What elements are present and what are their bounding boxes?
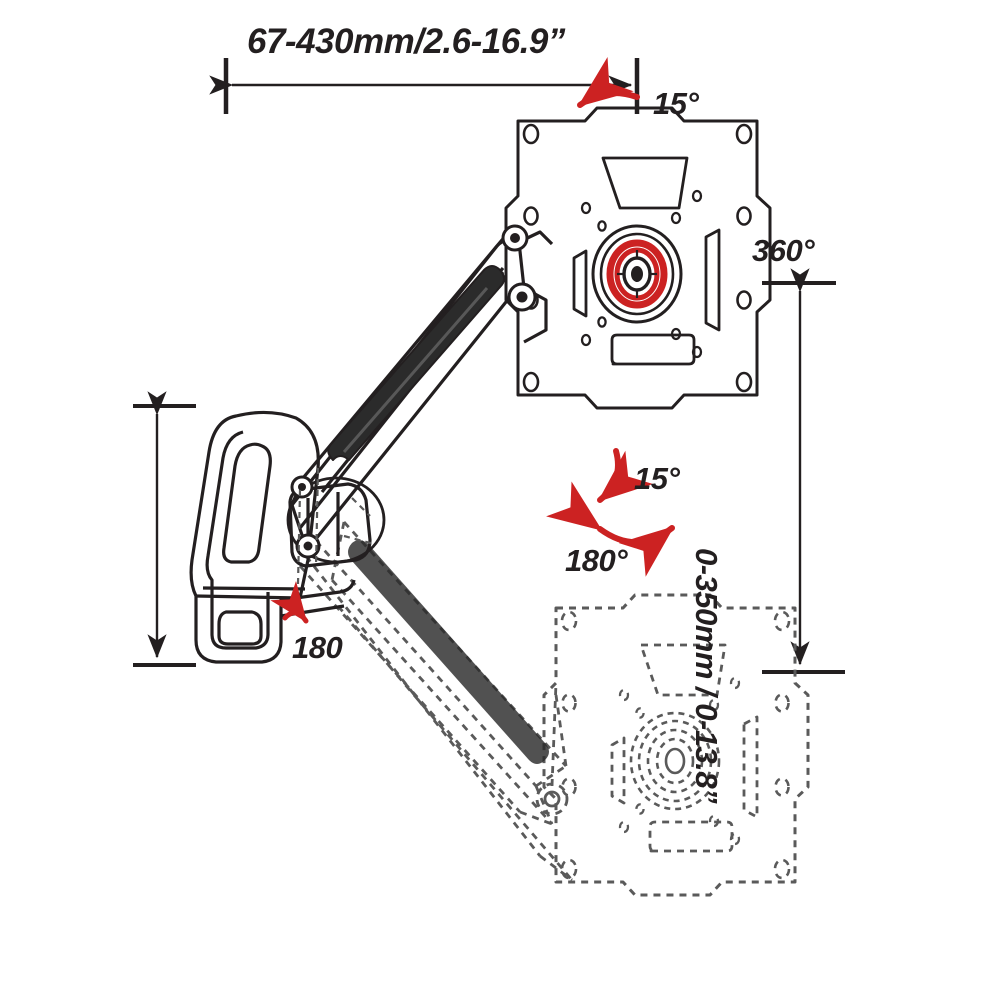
- height-range-label: 0-350mm / 0-13.8”: [689, 548, 724, 804]
- articulating-arm: [290, 226, 554, 552]
- height-range-dimension-line: [762, 268, 845, 674]
- gas-spring-channel: [327, 265, 505, 461]
- wall-plate-hidden-lines: [296, 467, 375, 585]
- swivel-base-arrow: [270, 581, 309, 624]
- wallplate-height-dimension: [133, 391, 196, 667]
- swivel-base-label: 180: [292, 630, 343, 665]
- tilt-up-label: 15°: [653, 86, 699, 121]
- tilt-down-label: 15°: [634, 461, 680, 496]
- swivel-plate-arrow: [546, 481, 675, 577]
- swivel-plate-label: 180°: [565, 543, 628, 578]
- tilt-up-arrow: [577, 56, 640, 108]
- gas-spring-channel-lowered: [348, 539, 549, 764]
- extension-range-label: 67-430mm/2.6-16.9”: [247, 22, 565, 61]
- rotation-label: 360°: [752, 233, 815, 268]
- rotation-hub-lowered: [629, 711, 721, 811]
- extension-dimension-line: [209, 58, 640, 114]
- arm-plate-pivot: [501, 224, 537, 312]
- gas-spring-highlight: [342, 287, 489, 453]
- rotation-hub: [591, 224, 683, 324]
- vesa-plate-lowered: [542, 593, 810, 897]
- tilt-down-arrow: [597, 448, 654, 503]
- articulating-arm-lowered: [298, 521, 574, 882]
